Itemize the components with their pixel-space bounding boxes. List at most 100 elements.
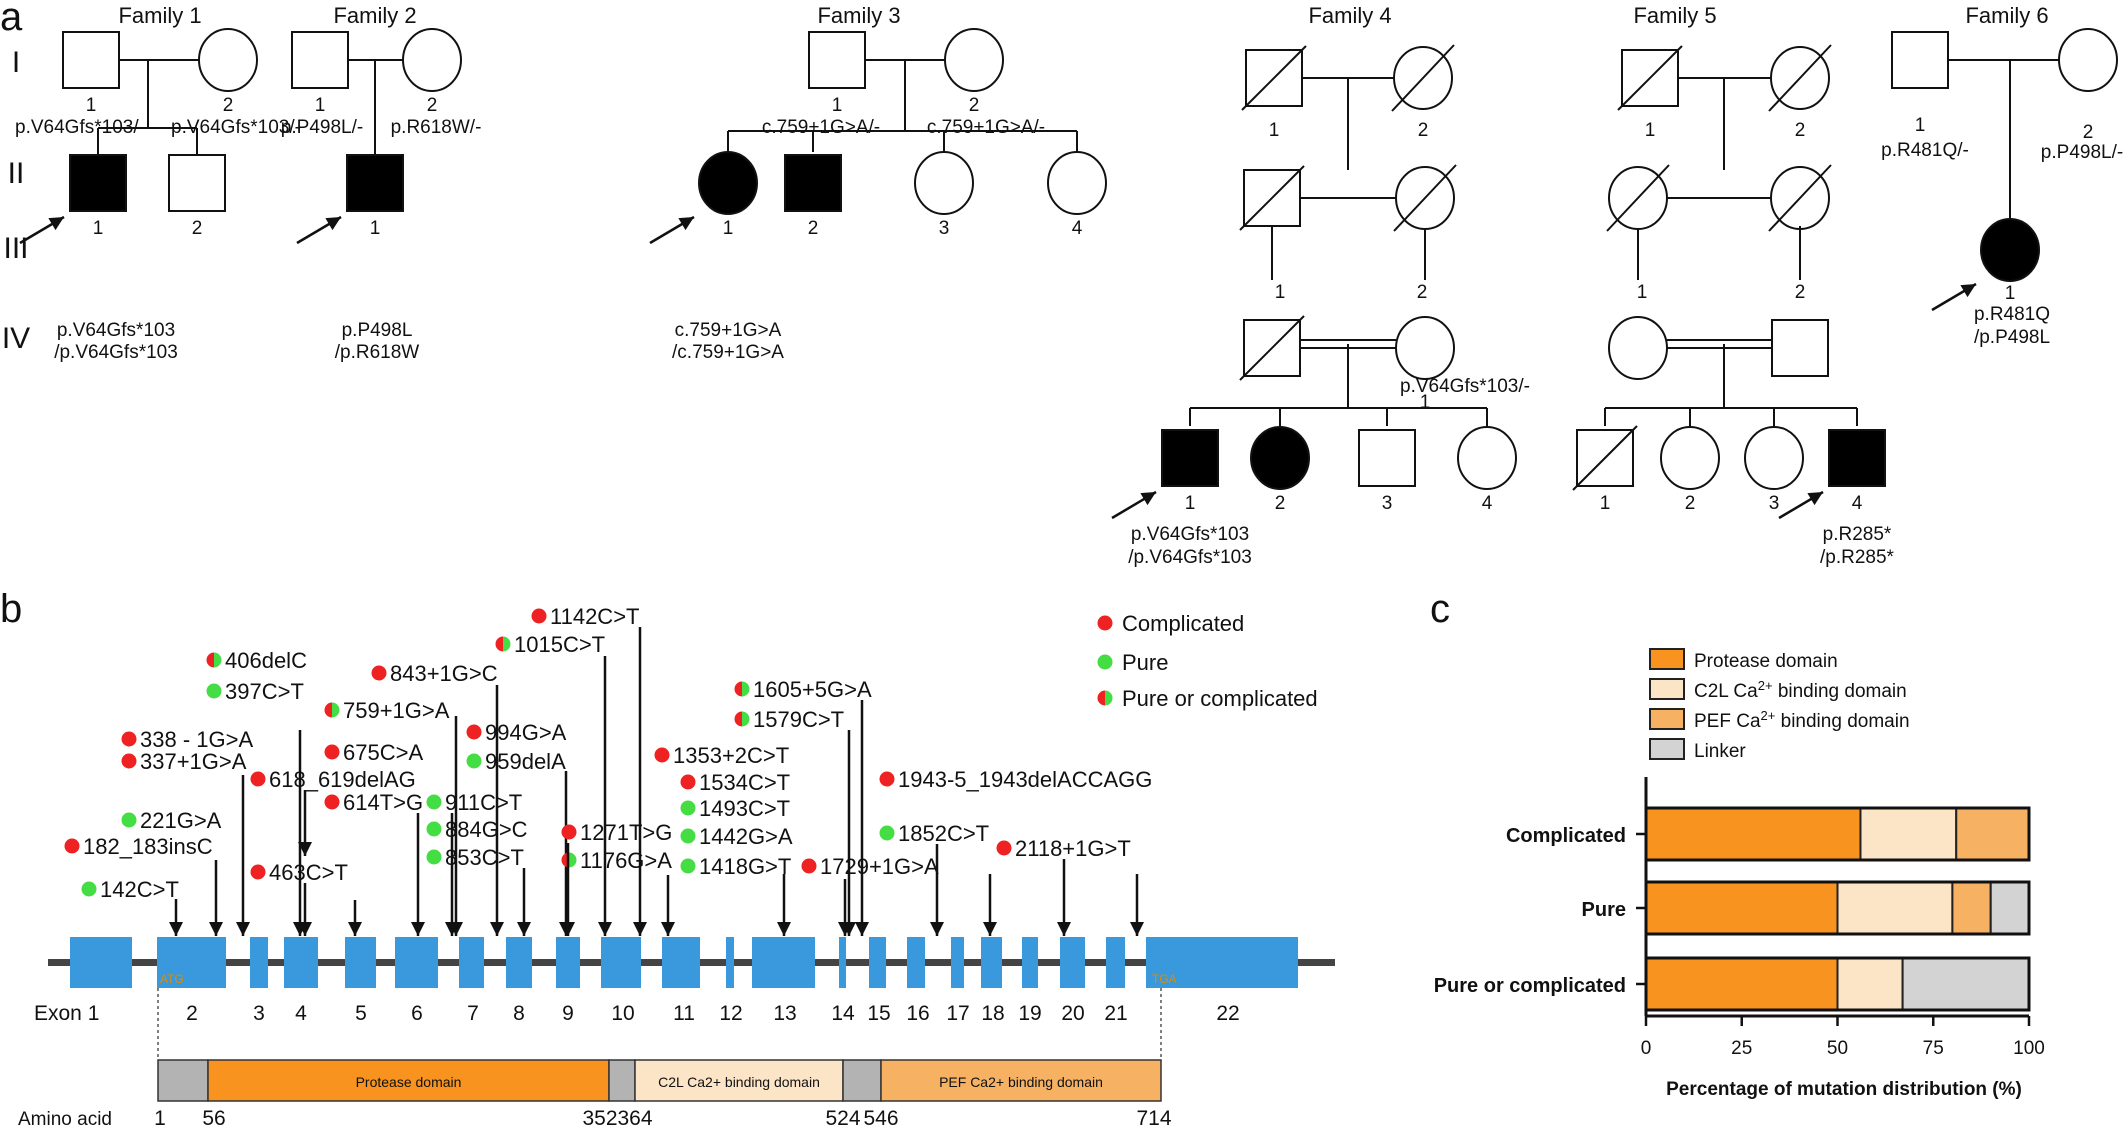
female-symbol bbox=[1980, 218, 2040, 282]
x-tick-label: 50 bbox=[1827, 1038, 1848, 1059]
proband-arrow-head bbox=[1140, 492, 1156, 506]
bar-segment bbox=[1645, 807, 1862, 861]
exon-17 bbox=[951, 937, 964, 988]
mutation-label: 1605+5G>A bbox=[753, 677, 872, 702]
mutation-label: 614T>G bbox=[343, 790, 423, 815]
individual-number: 1 bbox=[315, 95, 326, 116]
genotype-label: p.R481Q bbox=[1974, 304, 2050, 325]
linker-segment bbox=[842, 1059, 882, 1102]
generation-label-III: III bbox=[3, 232, 28, 265]
individual-number: 1 bbox=[1275, 282, 1286, 303]
exon-11 bbox=[662, 937, 700, 988]
panel-c-label: c bbox=[1430, 587, 1450, 631]
exon-number: 17 bbox=[946, 1002, 969, 1025]
mutation-arrow-head bbox=[298, 922, 312, 936]
proband-arrow-head bbox=[1960, 284, 1976, 298]
mutation-arrow-head bbox=[598, 922, 612, 936]
complicated-dot bbox=[680, 774, 696, 790]
linker-segment bbox=[608, 1059, 636, 1102]
x-tick-label: 25 bbox=[1731, 1038, 1752, 1059]
mutation-label: 1442G>A bbox=[699, 824, 793, 849]
exon-number: 12 bbox=[719, 1002, 742, 1025]
proband-arrow-head bbox=[678, 217, 694, 231]
x-tick-label: 75 bbox=[1923, 1038, 1944, 1059]
mutation-arrow-head bbox=[490, 922, 504, 936]
genotype-label: /p.P498L bbox=[1974, 327, 2050, 348]
mutation-label: 406delC bbox=[225, 648, 307, 673]
exon-1 bbox=[70, 937, 132, 988]
individual-number: 3 bbox=[1769, 493, 1780, 514]
male-symbol bbox=[69, 154, 127, 212]
mutation-arrow-head bbox=[209, 922, 223, 936]
female-symbol bbox=[1660, 426, 1720, 490]
male-symbol bbox=[1828, 429, 1886, 487]
exon-16 bbox=[907, 937, 925, 988]
mutation-label: 1493C>T bbox=[699, 796, 790, 821]
generation-label-II: II bbox=[8, 157, 25, 190]
mutation-arrow-head bbox=[561, 922, 575, 936]
deceased-line bbox=[1393, 164, 1457, 232]
individual-number: 2 bbox=[192, 218, 203, 239]
mutation-arrow-head bbox=[1057, 922, 1071, 936]
domain-label: PEF Ca2+ binding domain bbox=[939, 1074, 1103, 1090]
exon-20 bbox=[1060, 937, 1085, 988]
mutation-arrow-head bbox=[930, 922, 944, 936]
mutation-label: 1418G>T bbox=[699, 854, 791, 879]
start-codon-label: ATG bbox=[160, 972, 184, 986]
mutation-label: 221G>A bbox=[140, 808, 222, 833]
genotype-label: /p.R618W bbox=[335, 342, 420, 363]
legend-label: Pure bbox=[1122, 650, 1168, 675]
exon-5 bbox=[345, 937, 376, 988]
deceased-line bbox=[1768, 164, 1832, 232]
legend-swatch bbox=[1649, 648, 1685, 670]
mutation-arrow-head bbox=[298, 842, 312, 856]
legend-label: Linker bbox=[1694, 741, 1746, 762]
female-symbol bbox=[698, 151, 758, 215]
amino-acid-position: 714 bbox=[1136, 1107, 1171, 1129]
individual-number: 2 bbox=[1275, 493, 1286, 514]
mutation-arrow-head bbox=[633, 922, 647, 936]
amino-acid-label: Amino acid bbox=[18, 1109, 112, 1129]
exon-19 bbox=[1022, 937, 1038, 988]
individual-number: 1 bbox=[1185, 493, 1196, 514]
amino-acid-position: 56 bbox=[202, 1107, 225, 1129]
complicated-dot bbox=[371, 665, 387, 681]
female-symbol bbox=[1047, 151, 1107, 215]
mutation-label: 2118+1G>T bbox=[1015, 836, 1131, 861]
pure-dot bbox=[426, 821, 442, 837]
mutation-label: 1852C>T bbox=[898, 821, 989, 846]
mutation-label: 1142C>T bbox=[550, 604, 639, 629]
legend-label: PEF Ca2+ binding domain bbox=[1694, 708, 1910, 732]
mutation-arrow-head bbox=[777, 922, 791, 936]
mutation-label: 853C>T bbox=[445, 845, 524, 870]
y-category-label: Complicated bbox=[1506, 825, 1626, 847]
y-category-label: Pure or complicated bbox=[1434, 975, 1626, 997]
legend-label: Protease domain bbox=[1694, 651, 1838, 672]
exon-7 bbox=[459, 937, 484, 988]
female-symbol bbox=[1608, 316, 1668, 380]
female-symbol bbox=[944, 28, 1004, 92]
family-1-title: Family 1 bbox=[118, 3, 201, 28]
individual-number: 2 bbox=[427, 95, 438, 116]
genotype-label: p.V64Gfs*103 bbox=[57, 320, 175, 341]
mutation-arrow-head bbox=[661, 922, 675, 936]
legend-swatch bbox=[1649, 678, 1685, 700]
genotype-label: p.P498L bbox=[342, 320, 413, 341]
deceased-line bbox=[1572, 425, 1638, 491]
legend-swatch bbox=[1649, 708, 1685, 730]
mutation-arrow-head bbox=[236, 922, 250, 936]
male-symbol bbox=[1771, 319, 1829, 377]
exon-number: 3 bbox=[253, 1002, 265, 1025]
pure-dot bbox=[680, 800, 696, 816]
exon-9 bbox=[556, 937, 580, 988]
complicated-dot bbox=[324, 794, 340, 810]
mutation-label: 1579C>T bbox=[753, 707, 844, 732]
mutation-arrow-head bbox=[169, 922, 183, 936]
individual-number: 3 bbox=[1382, 493, 1393, 514]
panel-a-label: a bbox=[0, 0, 23, 39]
exon-number: 9 bbox=[562, 1002, 574, 1025]
genotype-label: p.V64Gfs*103/- bbox=[1400, 376, 1530, 397]
mutation-arrow-head bbox=[411, 922, 425, 936]
exon-number: 21 bbox=[1104, 1002, 1127, 1025]
genotype-label: c.759+1G>A/- bbox=[762, 117, 880, 138]
